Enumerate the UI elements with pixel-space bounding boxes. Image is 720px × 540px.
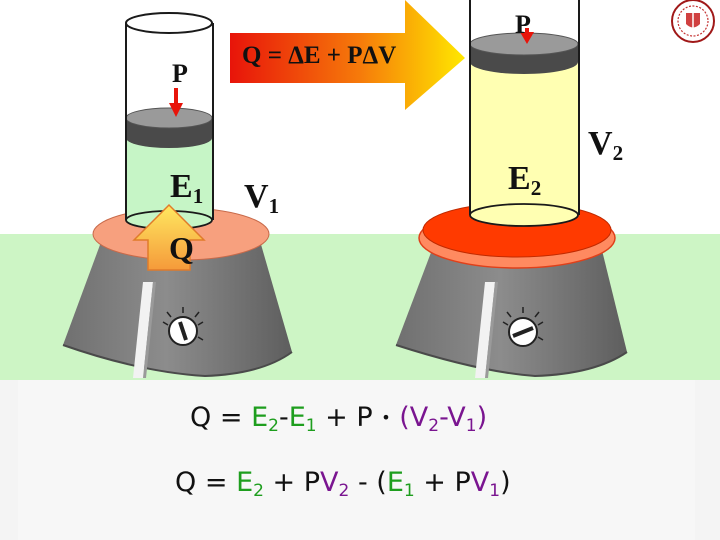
pressure-label-right: P — [515, 12, 531, 38]
left-cylinder-rim — [126, 13, 212, 33]
arrow-equation: Q = ΔE + PΔV — [242, 43, 396, 68]
energy-label-2: E2 — [508, 162, 541, 196]
left-piston-top — [126, 108, 212, 128]
equation-line-2: Q = E2 + PV2 - (E1 + PV1) — [175, 469, 511, 496]
volume-label-1: V1 — [244, 180, 279, 214]
university-seal-logo — [672, 0, 714, 42]
energy-label-1: E1 — [170, 170, 203, 204]
pressure-label-left: P — [172, 61, 188, 87]
equation-line-1: Q = E2-E1 + P • (V2-V1) — [190, 404, 487, 431]
volume-label-2: V2 — [588, 127, 623, 161]
heat-label: Q — [169, 232, 194, 264]
